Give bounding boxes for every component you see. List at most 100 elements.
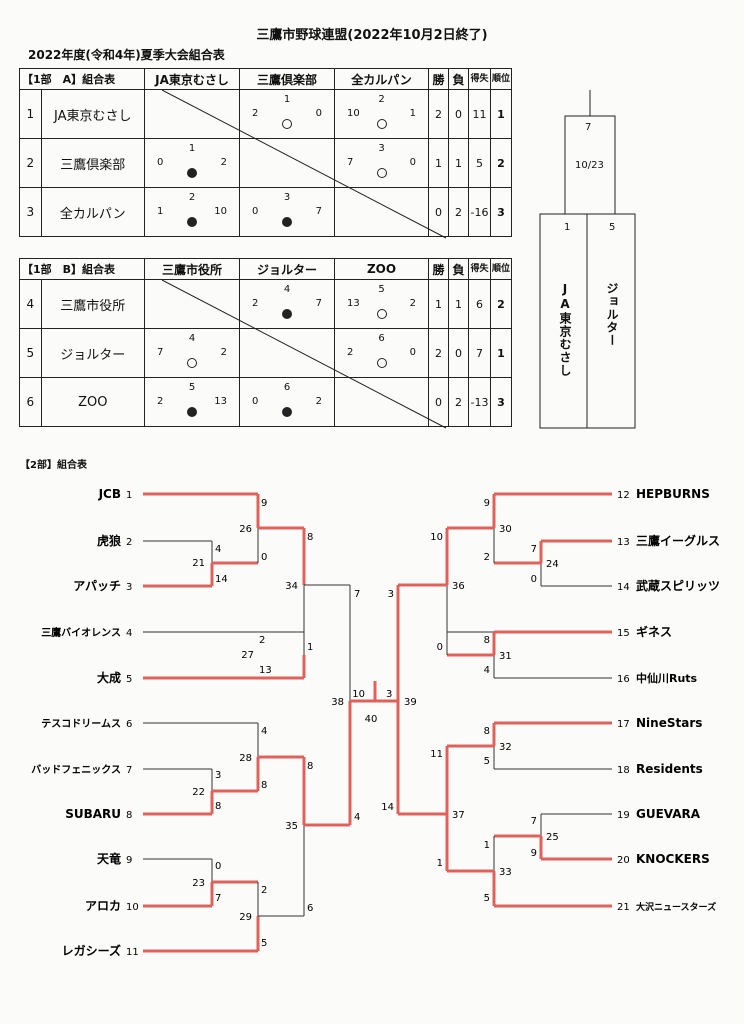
rank-value: 1 (490, 89, 512, 139)
score: 0 (215, 861, 221, 872)
final-score: 7 (585, 122, 592, 133)
team-number: 2 (126, 537, 132, 548)
score-for: 13 (347, 298, 360, 309)
team-name: レガシーズ (62, 943, 121, 958)
team-name: テスコドリームス (41, 718, 121, 730)
score-against: 13 (214, 396, 227, 407)
game-number: 6 (378, 333, 385, 344)
game-number: 26 (239, 524, 252, 535)
diff-value: 7 (468, 328, 491, 378)
score: 3 (386, 689, 392, 700)
team-number: 19 (617, 810, 630, 821)
team-name: GUEVARA (636, 807, 701, 821)
score: 4 (261, 726, 267, 737)
game-number: 34 (285, 581, 298, 592)
score-for: 10 (347, 108, 360, 119)
score-for: 0 (252, 396, 259, 407)
score-against: 7 (315, 206, 322, 217)
team-number: 16 (617, 674, 630, 685)
game-cell: 5 2 13 (144, 377, 240, 427)
team-number: 8 (126, 810, 132, 821)
score: 10 (430, 532, 443, 543)
score: 5 (484, 893, 490, 904)
losses-value: 2 (448, 377, 469, 427)
score: 3 (388, 589, 394, 600)
win-mark-icon (376, 309, 387, 319)
rank-value: 2 (490, 279, 512, 329)
team-name: 天竜 (97, 851, 121, 866)
score: 14 (215, 574, 228, 585)
col-losses: 負 (448, 68, 469, 90)
rank-value: 3 (490, 187, 512, 237)
score: 9 (484, 498, 490, 509)
league-b-header: 【1部 B】組合表 (19, 258, 145, 280)
team-number: 2 (19, 138, 42, 188)
score: 0 (437, 642, 443, 653)
score-for: 7 (347, 157, 354, 168)
rank-value: 1 (490, 328, 512, 378)
diff-value: -13 (468, 377, 491, 427)
col-wins: 勝 (428, 68, 449, 90)
score-against: 2 (315, 396, 322, 407)
league-a-header: 【1部 A】組合表 (19, 68, 145, 90)
game-number: 25 (546, 832, 559, 843)
team-name: KNOCKERS (636, 852, 710, 866)
game-number: 31 (499, 651, 512, 662)
diagonal-cell (334, 187, 429, 237)
team-name: Residents (636, 762, 703, 776)
game-number: 3 (378, 143, 385, 154)
game-number: 27 (241, 650, 254, 661)
team-name: SUBARU (65, 807, 121, 821)
wins-value: 0 (428, 377, 449, 427)
losses-value: 1 (448, 138, 469, 188)
score-for: 2 (252, 298, 259, 309)
team-number: 6 (19, 377, 42, 427)
score: 8 (484, 726, 490, 737)
score: 9 (261, 498, 267, 509)
team-number: 15 (617, 628, 630, 639)
league-a-table: 【1部 A】組合表 JA東京むさし 三鷹倶楽部 全カルパン 勝 負 得失 順位 … (19, 68, 512, 237)
win-mark-icon (376, 168, 387, 178)
diff-value: 6 (468, 279, 491, 329)
score-for: 0 (157, 157, 164, 168)
team-name: バッドフェニックス (31, 764, 121, 776)
diagonal-cell (144, 279, 240, 329)
diagonal-line (162, 280, 447, 429)
team-number: 6 (126, 719, 132, 730)
team-number: 4 (126, 628, 132, 639)
win-mark-icon (376, 358, 387, 368)
league-b-col-team: ジョルター (239, 258, 335, 280)
score-against: 0 (409, 347, 416, 358)
score: 2 (484, 552, 490, 563)
score: 4 (484, 665, 490, 676)
final-left-team: JA東京むさし (558, 282, 572, 377)
team-name: JCB (98, 487, 121, 501)
game-number: 28 (239, 753, 252, 764)
final-bracket (539, 90, 636, 429)
team-number: 1 (126, 490, 132, 501)
col-diff: 得失 (468, 68, 491, 90)
game-number: 4 (283, 284, 291, 295)
col-wins: 勝 (428, 258, 449, 280)
game-number: 5 (378, 284, 385, 295)
diagonal-line (162, 90, 447, 239)
game-number: 5 (188, 382, 196, 393)
team-number: 10 (126, 902, 139, 913)
team-name: 中仙川Ruts (636, 671, 698, 685)
game-number: 24 (546, 559, 559, 570)
team-name: 大成 (97, 670, 121, 685)
score-for: 2 (157, 396, 164, 407)
diff-value: -16 (468, 187, 491, 237)
loss-mark-icon (187, 168, 197, 178)
col-rank: 順位 (490, 68, 512, 90)
